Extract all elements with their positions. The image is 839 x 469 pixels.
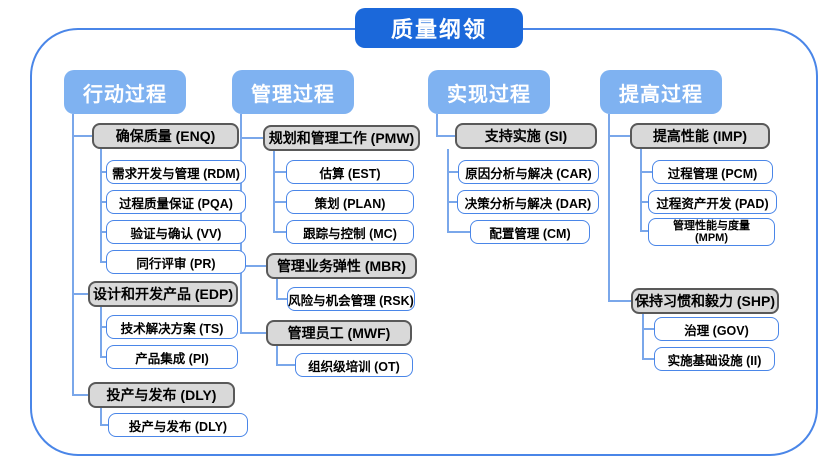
connector-line (436, 135, 455, 137)
connector-line (608, 135, 630, 137)
connector-line (436, 114, 438, 137)
node-pcm: 过程管理 (PCM) (652, 160, 773, 184)
connector-line (640, 230, 648, 232)
node-mpm: 管理性能与度量 (MPM) (648, 218, 775, 246)
connector-line (100, 171, 108, 173)
connector-line (640, 201, 648, 203)
node-cm: 配置管理 (CM) (470, 220, 590, 244)
node-shp: 保持习惯和毅力 (SHP) (631, 288, 779, 314)
connector-line (276, 279, 278, 300)
node-mwf: 管理员工 (MWF) (266, 320, 412, 346)
connector-line (100, 356, 108, 358)
node-car: 原因分析与解决 (CAR) (458, 160, 599, 184)
connector-line (273, 201, 286, 203)
node-si: 支持实施 (SI) (455, 123, 597, 149)
column-header-realization-process: 实现过程 (428, 70, 550, 114)
connector-line (72, 114, 74, 396)
node-ii: 实施基础设施 (II) (654, 347, 775, 371)
column-header-management-process: 管理过程 (232, 70, 354, 114)
connector-line (72, 293, 88, 295)
connector-line (447, 171, 458, 173)
connector-line (273, 151, 275, 233)
node-ts: 技术解决方案 (TS) (106, 315, 238, 339)
node-enq: 确保质量 (ENQ) (92, 123, 239, 149)
connector-line (100, 307, 102, 358)
node-plan: 策划 (PLAN) (286, 190, 414, 214)
connector-line (273, 171, 286, 173)
connector-line (72, 394, 88, 396)
node-ot: 组织级培训 (OT) (295, 353, 413, 377)
connector-line (608, 300, 631, 302)
connector-line (447, 231, 470, 233)
connector-line (276, 298, 287, 300)
node-dar: 决策分析与解决 (DAR) (457, 190, 599, 214)
connector-line (642, 328, 654, 330)
node-edp: 设计和开发产品 (EDP) (88, 281, 238, 307)
node-rsk: 风险与机会管理 (RSK) (287, 287, 415, 311)
connector-line (100, 408, 102, 426)
node-pr: 同行评审 (PR) (106, 250, 246, 274)
node-dly-sub: 投产与发布 (DLY) (108, 413, 248, 437)
connector-line (642, 314, 644, 360)
node-dly: 投产与发布 (DLY) (88, 382, 235, 408)
node-gov: 治理 (GOV) (654, 317, 779, 341)
connector-line (640, 149, 642, 232)
connector-line (608, 114, 610, 302)
node-rdm: 需求开发与管理 (RDM) (106, 160, 246, 184)
connector-line (276, 346, 278, 366)
column-header-improvement-process: 提高过程 (600, 70, 722, 114)
column-header-action-process: 行动过程 (64, 70, 186, 114)
node-pi: 产品集成 (PI) (106, 345, 238, 369)
node-pqa: 过程质量保证 (PQA) (106, 190, 246, 214)
connector-line (273, 231, 286, 233)
connector-line (100, 326, 108, 328)
connector-line (447, 149, 449, 233)
connector-line (240, 265, 266, 267)
connector-line (100, 201, 108, 203)
connector-line (240, 332, 266, 334)
connector-line (640, 171, 652, 173)
node-pad: 过程资产开发 (PAD) (648, 190, 777, 214)
connector-line (240, 137, 263, 139)
node-pmw: 规划和管理工作 (PMW) (263, 125, 420, 151)
connector-line (642, 358, 654, 360)
connector-line (100, 149, 102, 263)
connector-line (72, 135, 92, 137)
connector-line (276, 364, 295, 366)
node-imp: 提高性能 (IMP) (630, 123, 770, 149)
node-mbr: 管理业务弹性 (MBR) (266, 253, 417, 279)
node-mc: 跟踪与控制 (MC) (286, 220, 414, 244)
node-vv: 验证与确认 (VV) (106, 220, 246, 244)
connector-line (447, 201, 457, 203)
connector-line (100, 261, 108, 263)
node-est: 估算 (EST) (286, 160, 414, 184)
diagram-title: 质量纲领 (355, 8, 523, 48)
connector-line (100, 231, 108, 233)
connector-line (100, 424, 110, 426)
